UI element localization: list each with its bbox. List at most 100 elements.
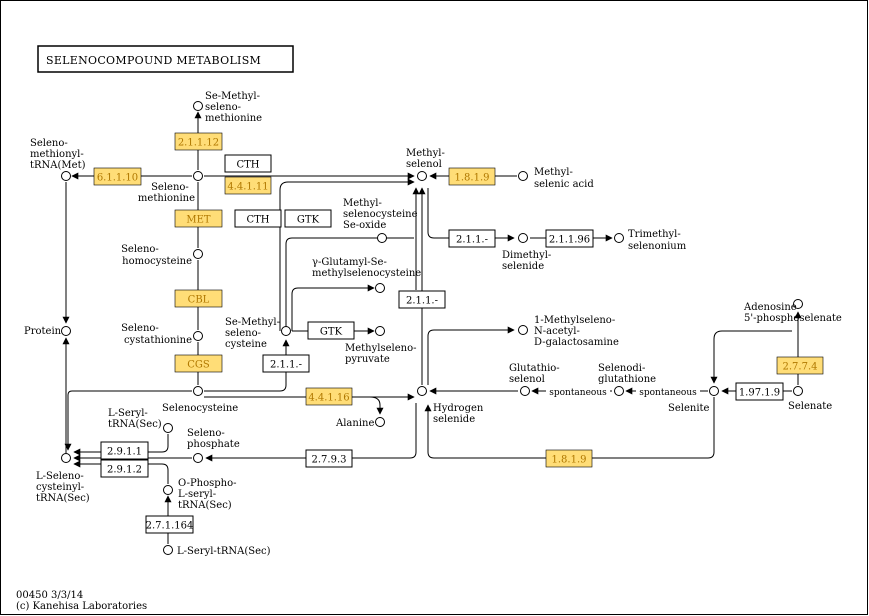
- label-glutathioselenol: Glutathio- selenol: [509, 363, 563, 385]
- enzyme-1-8-1-9-a[interactable]: 1.8.1.9: [448, 167, 496, 186]
- label-trimethylselenonium: Trimethyl- selenonium: [628, 229, 687, 252]
- enzyme-2-1-1-a[interactable]: 2.1.1.-: [448, 229, 496, 248]
- reaction-edges: [62, 111, 802, 544]
- node-selenocysteine[interactable]: [193, 386, 203, 396]
- enzyme-gtk-b[interactable]: GTK: [307, 321, 355, 340]
- node-selenophosphate[interactable]: [193, 453, 203, 463]
- svg-text:CTH: CTH: [246, 215, 269, 226]
- label-se-methylselenocysteine: Se-Methyl- seleno- cysteine: [225, 317, 283, 350]
- node-l-selenocysteinyl-trna[interactable]: [61, 453, 71, 463]
- node-methylselenopyruvate[interactable]: [375, 326, 385, 336]
- enzyme-2-9-1-1[interactable]: 2.9.1.1: [100, 441, 149, 460]
- enzyme-2-7-1-164[interactable]: 2.7.1.164: [145, 515, 194, 534]
- node-gamma-glutamyl[interactable]: [375, 283, 385, 293]
- enzyme-2-1-1-12[interactable]: 2.1.1.12: [174, 132, 223, 151]
- label-selenomethionyl-trna: Seleno- methionyl- tRNA(Met): [30, 138, 87, 171]
- node-se-methylselenocysteine[interactable]: [281, 326, 291, 336]
- label-selenomethionine: Seleno- methionine: [138, 182, 195, 204]
- label-selenocysteine: Selenocysteine: [162, 403, 238, 414]
- svg-text:4.4.1.11: 4.4.1.11: [227, 182, 268, 193]
- svg-text:GTK: GTK: [320, 327, 343, 338]
- label-selenodiglutathione: Selenodi- glutathione: [598, 363, 656, 385]
- svg-text:2.1.1.96: 2.1.1.96: [549, 235, 590, 246]
- node-protein[interactable]: [61, 326, 71, 336]
- label-selenite: Selenite: [668, 403, 710, 414]
- enzyme-2-7-9-3[interactable]: 2.7.9.3: [305, 449, 353, 468]
- node-o-phospho-l-seryl-trna[interactable]: [163, 485, 173, 495]
- node-dimethylselenide[interactable]: [518, 233, 528, 243]
- enzyme-4-4-1-16[interactable]: 4.4.1.16: [305, 387, 353, 406]
- svg-text:2.1.1.-: 2.1.1.-: [406, 296, 438, 307]
- enzyme-cbl[interactable]: CBL: [174, 289, 223, 308]
- svg-text:spontaneous: spontaneous: [549, 388, 607, 398]
- svg-text:4.4.1.16: 4.4.1.16: [308, 393, 349, 404]
- node-methylseleno-galactosamine[interactable]: [518, 325, 528, 335]
- label-selenocystathionine: Seleno- cystathionine: [121, 323, 192, 346]
- enzyme-cth-a[interactable]: CTH: [224, 154, 272, 173]
- svg-text:2.7.9.3: 2.7.9.3: [312, 455, 347, 466]
- svg-text:1.8.1.9: 1.8.1.9: [552, 455, 587, 466]
- label-selenohomocysteine: Seleno- homocysteine: [121, 244, 192, 267]
- node-methylselenic-acid[interactable]: [518, 171, 528, 181]
- node-methylselenocysteine-se-oxide[interactable]: [377, 233, 387, 243]
- label-methylselenic-acid: Methyl- selenic acid: [534, 167, 594, 190]
- svg-text:MET: MET: [186, 215, 211, 226]
- enzyme-6-1-1-10[interactable]: 6.1.1.10: [93, 167, 142, 186]
- node-selenocystathionine[interactable]: [193, 331, 203, 341]
- svg-text:2.9.1.1: 2.9.1.1: [107, 447, 142, 458]
- node-selenate[interactable]: [793, 386, 803, 396]
- node-methylselenol[interactable]: [417, 171, 427, 181]
- label-methylseleno-galactosamine: 1-Methylseleno- N-acetyl- D-galactosamin…: [534, 315, 619, 348]
- node-adenosine-phosphoselenate[interactable]: [793, 299, 803, 309]
- spontaneous-label-b: spontaneous: [636, 385, 700, 398]
- enzyme-cgs[interactable]: CGS: [174, 354, 223, 373]
- enzyme-2-1-1-96[interactable]: 2.1.1.96: [545, 229, 594, 248]
- node-se-methylselenomethionine[interactable]: [193, 101, 203, 111]
- node-l-seryl-trna-sec-a[interactable]: [163, 423, 173, 433]
- node-l-seryl-trna-sec-b[interactable]: [163, 545, 173, 555]
- enzyme-2-1-1-b[interactable]: 2.1.1.-: [398, 290, 446, 309]
- node-selenomethionine[interactable]: [193, 171, 203, 181]
- enzyme-2-7-7-4[interactable]: 2.7.7.4: [776, 356, 824, 375]
- label-se-methylselenomethionine: Se-Methyl- seleno- methionine: [205, 91, 263, 124]
- enzyme-gtk-a[interactable]: GTK: [284, 209, 332, 228]
- svg-text:CGS: CGS: [187, 360, 210, 371]
- node-hydrogen-selenide[interactable]: [417, 386, 427, 396]
- label-adenosine-phosphoselenate: Adenosine 5'-phosphoselenate: [743, 302, 842, 324]
- svg-text:6.1.1.10: 6.1.1.10: [97, 173, 138, 184]
- node-selenodiglutathione[interactable]: [614, 386, 624, 396]
- node-selenite[interactable]: [709, 386, 719, 396]
- label-gamma-glutamyl: γ-Glutamyl-Se- methylselenocysteine: [312, 257, 421, 279]
- enzyme-1-97-1-9[interactable]: 1.97.1.9: [735, 382, 784, 401]
- pathway-title[interactable]: SELENOCOMPOUND METABOLISM: [37, 45, 294, 73]
- enzyme-cth-b[interactable]: CTH: [234, 209, 282, 228]
- spontaneous-label-a: spontaneous: [546, 385, 610, 398]
- label-selenate: Selenate: [788, 401, 832, 412]
- label-methylselenol: Methyl- selenol: [406, 148, 448, 170]
- enzyme-1-8-1-9-b[interactable]: 1.8.1.9: [545, 449, 593, 468]
- label-dimethylselenide: Dimethyl- selenide: [502, 250, 555, 272]
- label-l-seryl-trna-sec-a: L-Seryl- tRNA(Sec): [108, 408, 162, 430]
- svg-text:2.7.1.164: 2.7.1.164: [146, 521, 194, 532]
- enzyme-2-1-1-c[interactable]: 2.1.1.-: [262, 354, 310, 373]
- node-selenohomocysteine[interactable]: [193, 249, 203, 259]
- label-methylselenopyruvate: Methylseleno- pyruvate: [345, 343, 420, 365]
- node-trimethylselenonium[interactable]: [614, 233, 624, 243]
- node-glutathioselenol[interactable]: [520, 386, 530, 396]
- svg-text:spontaneous: spontaneous: [639, 388, 697, 398]
- svg-text:CTH: CTH: [236, 160, 259, 171]
- label-l-selenocysteinyl-trna: L-Seleno- cysteinyl- tRNA(Sec): [36, 471, 90, 504]
- node-selenomethionyl-trna[interactable]: [61, 171, 71, 181]
- node-alanine[interactable]: [375, 417, 385, 427]
- svg-text:2.9.1.2: 2.9.1.2: [107, 465, 142, 476]
- svg-text:CBL: CBL: [188, 295, 210, 306]
- svg-text:GTK: GTK: [297, 215, 320, 226]
- enzyme-met[interactable]: MET: [174, 209, 223, 228]
- enzyme-4-4-1-11[interactable]: 4.4.1.11: [224, 176, 272, 195]
- label-methylselenocysteine-se-oxide: Methyl- selenocysteine Se-oxide: [343, 198, 421, 231]
- svg-text:1.97.1.9: 1.97.1.9: [739, 388, 780, 399]
- label-o-phospho-l-seryl-trna: O-Phospho- L-seryl- tRNA(Sec): [178, 478, 240, 511]
- enzyme-2-9-1-2[interactable]: 2.9.1.2: [100, 459, 149, 478]
